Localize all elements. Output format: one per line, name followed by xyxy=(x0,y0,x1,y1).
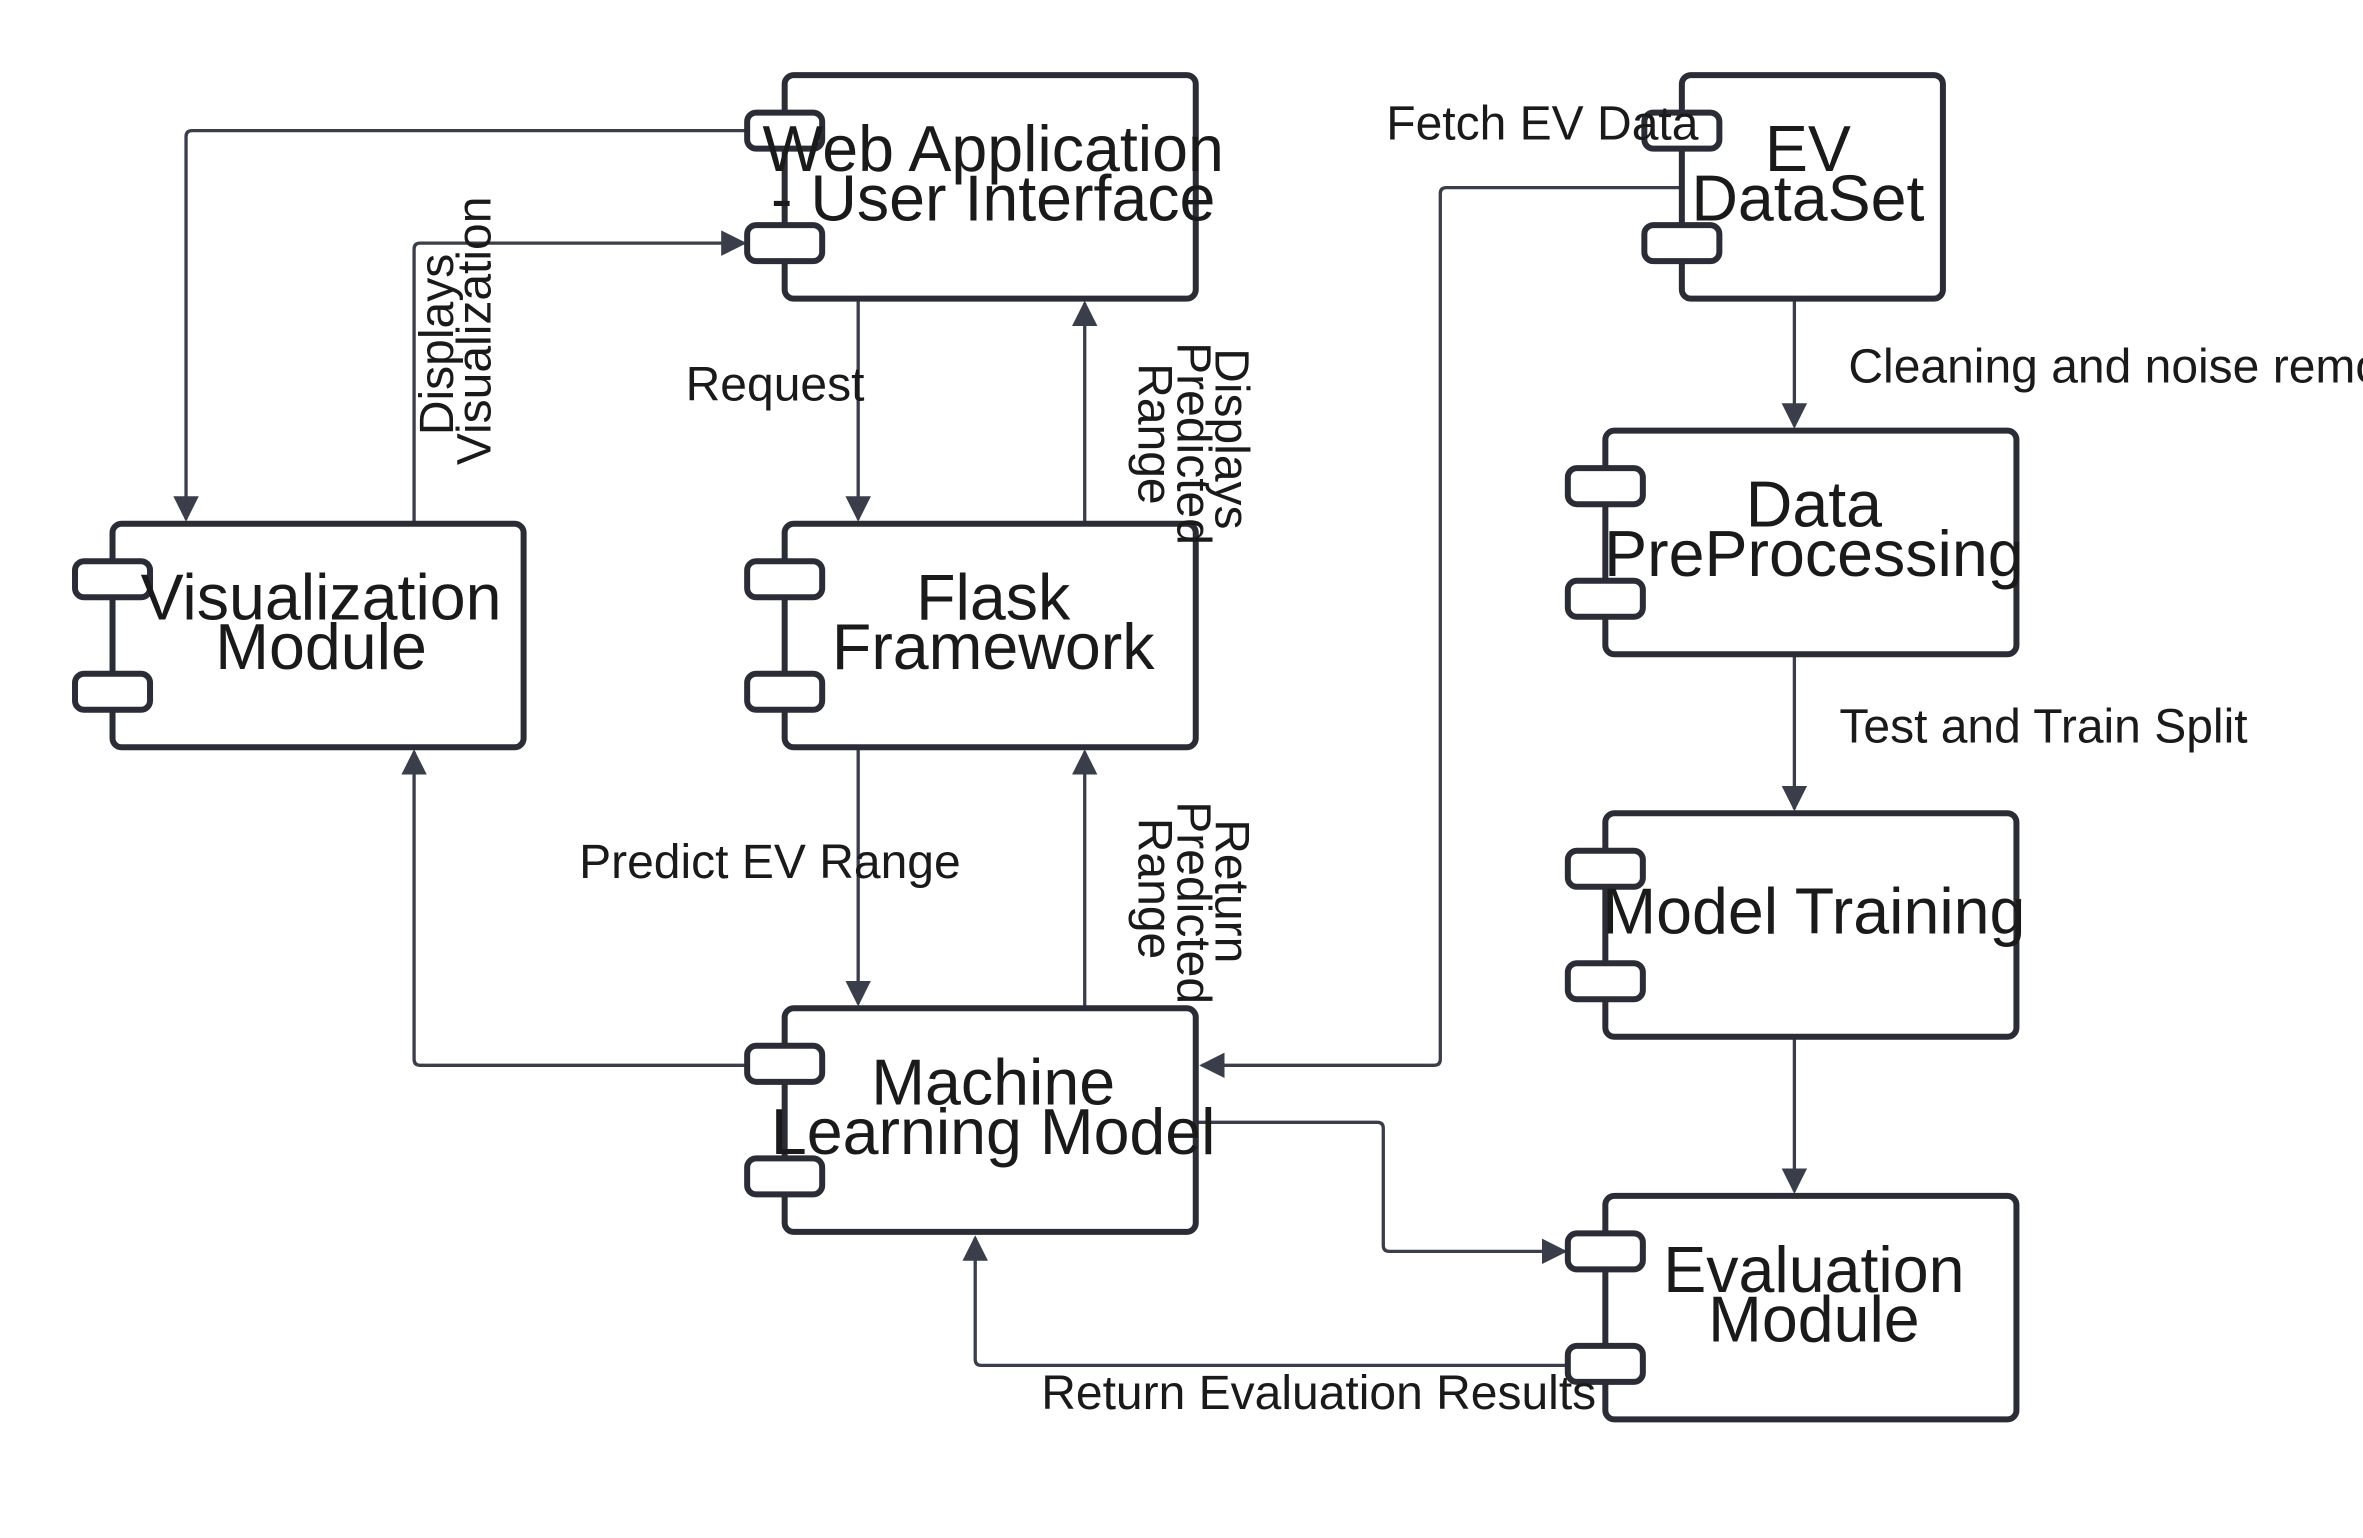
label-displays-visualization: Displays Visualization xyxy=(411,197,502,466)
label-fetch-ev-data: Fetch EV Data xyxy=(1386,98,1698,151)
port-icon xyxy=(1564,577,1646,620)
connector-ml-to-evaluation xyxy=(1195,1120,1568,1265)
flask-label-line-2: Framework xyxy=(832,611,1155,683)
port-icon xyxy=(1564,1230,1646,1273)
connector-webapp-to-visualization xyxy=(173,128,748,522)
connector-return-evaluation-results xyxy=(962,1235,1570,1368)
component-flask-framework[interactable]: Flask Framework xyxy=(744,520,1199,751)
component-model-training[interactable]: Model Training xyxy=(1564,810,2026,1040)
connector-displays-visualization xyxy=(412,230,747,524)
port-icon xyxy=(1564,465,1646,508)
label-test-train-split: Test and Train Split xyxy=(1839,701,2247,754)
port-icon xyxy=(1564,847,1646,890)
flask-label-line-1: Flask xyxy=(916,562,1071,634)
port-icon xyxy=(72,670,154,713)
port-icon xyxy=(744,558,826,601)
web-app-label-line-1: Web Application xyxy=(763,113,1224,185)
component-ev-dataset[interactable]: EV DataSet xyxy=(1641,72,1946,302)
label-displays-visualization-line-2: Visualization xyxy=(449,197,502,466)
web-app-label-line-2: - User Interface xyxy=(771,163,1215,235)
component-visualization-module[interactable]: Visualization Module xyxy=(72,520,527,751)
port-icon xyxy=(1641,109,1723,152)
port-icon xyxy=(1641,222,1723,265)
ev-dataset-label-line-2: DataSet xyxy=(1691,163,1924,235)
port-icon xyxy=(72,558,154,601)
evaluation-label-line-1: Evaluation xyxy=(1663,1234,1964,1306)
label-displays-predicted-range-line-3: Range xyxy=(1128,363,1181,504)
port-icon xyxy=(744,1042,826,1085)
component-evaluation-module[interactable]: Evaluation Module xyxy=(1564,1192,2020,1423)
port-icon xyxy=(744,109,826,152)
port-icon xyxy=(744,1155,826,1198)
label-displays-predicted-range-line-2: Predicted xyxy=(1167,342,1220,545)
label-displays-predicted-range: Displays Predicted Range xyxy=(1128,342,1258,545)
ml-model-label-line-1: Machine xyxy=(871,1046,1115,1118)
label-predict-ev-range: Predict EV Range xyxy=(579,836,961,889)
preprocessing-label-line-2: PreProcessing xyxy=(1604,518,2023,590)
port-icon xyxy=(1564,1342,1646,1385)
label-return-evaluation-results: Return Evaluation Results xyxy=(1041,1367,1596,1420)
visualization-label-line-1: Visualization xyxy=(141,562,502,634)
model-training-label: Model Training xyxy=(1602,875,2025,947)
label-displays-predicted-range-line-1: Displays xyxy=(1204,348,1257,529)
component-data-preprocessing[interactable]: Data PreProcessing xyxy=(1564,427,2024,658)
label-return-predicted-range-line-3: Range xyxy=(1128,818,1181,959)
ev-dataset-label-line-1: EV xyxy=(1765,113,1851,185)
component-machine-learning-model[interactable]: Machine Learning Model xyxy=(744,1005,1216,1235)
evaluation-label-line-2: Module xyxy=(1708,1283,1920,1355)
preprocessing-label-line-1: Data xyxy=(1746,469,1882,541)
label-return-predicted-range-line-1: Return xyxy=(1204,819,1257,963)
label-request: Request xyxy=(686,359,865,412)
port-icon xyxy=(744,222,826,265)
port-icon xyxy=(1564,960,1646,1003)
label-displays-visualization-line-1: Displays xyxy=(411,254,464,435)
ml-model-label-line-2: Learning Model xyxy=(771,1096,1216,1168)
label-cleaning: Cleaning and noise removal xyxy=(1848,341,2363,394)
connector-ml-to-visualization xyxy=(401,749,748,1067)
label-return-predicted-range-line-2: Predicted xyxy=(1167,801,1220,1004)
label-return-predicted-range: Return Predicted Range xyxy=(1128,801,1258,1004)
connector-fetch-ev-data xyxy=(1199,185,1681,1079)
visualization-label-line-2: Module xyxy=(215,611,427,683)
port-icon xyxy=(744,670,826,713)
component-web-application[interactable]: Web Application - User Interface xyxy=(744,72,1224,302)
